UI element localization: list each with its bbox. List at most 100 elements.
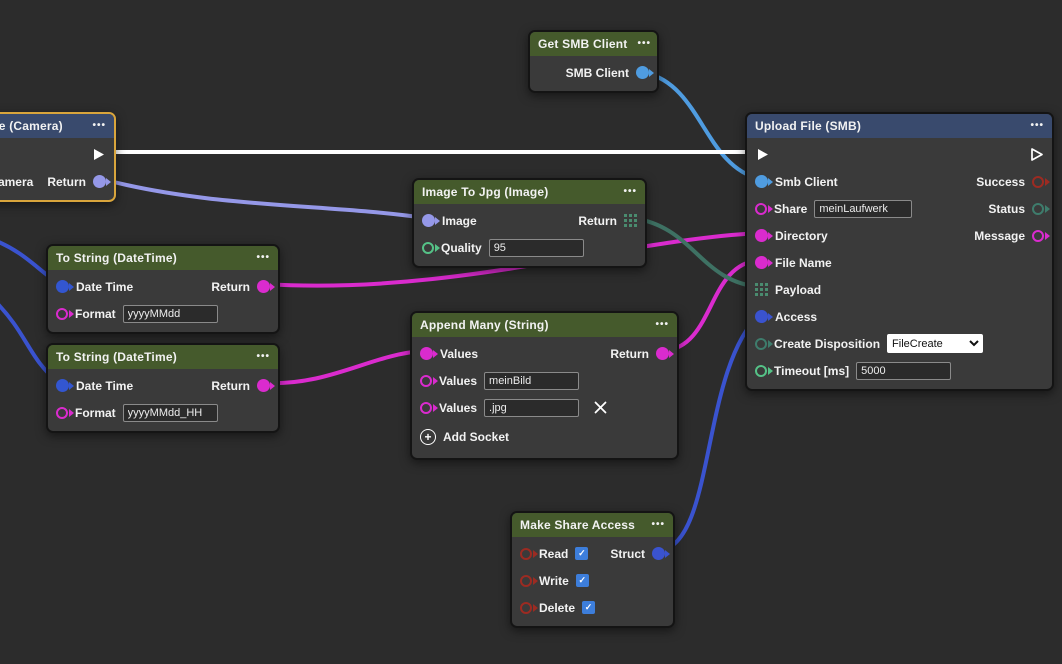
output-port-message[interactable] bbox=[1032, 229, 1050, 242]
node-header[interactable]: To String (DateTime) ••• bbox=[48, 246, 278, 270]
input-port-format[interactable] bbox=[56, 406, 74, 419]
input-port-file-name[interactable] bbox=[755, 256, 773, 269]
wire-string-filename[interactable] bbox=[662, 258, 762, 353]
output-label-struct: Struct bbox=[610, 546, 645, 561]
input-label-create-disposition: Create Disposition bbox=[774, 336, 881, 351]
input-label-format: Format bbox=[75, 306, 116, 321]
node-menu-icon[interactable]: ••• bbox=[623, 186, 637, 197]
node-menu-icon[interactable]: ••• bbox=[1030, 120, 1044, 131]
output-port-return[interactable] bbox=[257, 379, 275, 392]
input-port-values-0[interactable] bbox=[420, 347, 438, 360]
timeout-input[interactable] bbox=[856, 361, 952, 380]
input-port-format[interactable] bbox=[56, 307, 74, 320]
output-port-smb-client[interactable] bbox=[636, 66, 654, 79]
input-label-date-time: Date Time bbox=[76, 279, 134, 294]
output-label-status: Status bbox=[988, 201, 1025, 216]
node-header[interactable]: Get SMB Client ••• bbox=[530, 32, 657, 56]
output-port-success[interactable] bbox=[1032, 175, 1050, 188]
input-port-date-time[interactable] bbox=[56, 379, 74, 392]
read-checkbox[interactable]: ✓ bbox=[575, 547, 589, 560]
wire-smbclient[interactable] bbox=[644, 71, 762, 181]
node-to-string-datetime-1[interactable]: To String (DateTime) ••• Date Time Retur… bbox=[46, 244, 280, 334]
format-input[interactable] bbox=[122, 403, 218, 422]
input-port-values-2[interactable] bbox=[420, 401, 438, 414]
input-port-access[interactable] bbox=[755, 310, 773, 323]
input-port-create-disposition[interactable] bbox=[755, 337, 773, 350]
output-label-smb-client: SMB Client bbox=[565, 65, 629, 80]
wire-struct-access[interactable] bbox=[658, 312, 762, 553]
output-port-struct[interactable] bbox=[652, 547, 670, 560]
output-label-success: Success bbox=[976, 174, 1025, 189]
node-row: Directory Message bbox=[747, 222, 1052, 249]
wire-string-values[interactable] bbox=[263, 349, 425, 386]
input-port-date-time[interactable] bbox=[56, 280, 74, 293]
exec-output-pin[interactable] bbox=[1029, 147, 1044, 162]
node-header[interactable]: Image (Camera) ••• bbox=[0, 114, 114, 138]
node-row bbox=[747, 141, 1052, 168]
node-row: Values Return bbox=[412, 340, 677, 367]
input-port-share[interactable] bbox=[755, 202, 773, 215]
add-socket-button[interactable]: + Add Socket bbox=[412, 421, 677, 453]
wire-image[interactable] bbox=[100, 177, 427, 220]
node-row: Timeout [ms] bbox=[747, 357, 1052, 384]
output-port-return[interactable] bbox=[93, 175, 111, 188]
exec-input-pin[interactable] bbox=[755, 147, 770, 162]
input-port-delete[interactable] bbox=[520, 601, 538, 614]
input-port-smb-client[interactable] bbox=[755, 175, 773, 188]
input-port-image[interactable] bbox=[422, 214, 440, 227]
node-row: Image Return bbox=[414, 207, 645, 234]
input-label-values-2: Values bbox=[439, 400, 478, 415]
node-to-string-datetime-2[interactable]: To String (DateTime) ••• Date Time Retur… bbox=[46, 343, 280, 433]
input-port-write[interactable] bbox=[520, 574, 538, 587]
remove-socket-icon[interactable] bbox=[594, 401, 607, 414]
output-port-return-bytes-icon[interactable] bbox=[624, 214, 637, 227]
node-header[interactable]: Image To Jpg (Image) ••• bbox=[414, 180, 645, 204]
output-label-return: Return bbox=[47, 174, 86, 189]
node-row: Date Time Return bbox=[48, 372, 278, 399]
output-port-return[interactable] bbox=[257, 280, 275, 293]
values-2-input[interactable] bbox=[484, 398, 580, 417]
input-port-quality[interactable] bbox=[422, 241, 440, 254]
node-menu-icon[interactable]: ••• bbox=[651, 519, 665, 530]
node-header[interactable]: Make Share Access ••• bbox=[512, 513, 673, 537]
node-header[interactable]: To String (DateTime) ••• bbox=[48, 345, 278, 369]
input-port-read[interactable] bbox=[520, 547, 538, 560]
wire-bytes-payload[interactable] bbox=[630, 216, 762, 289]
node-menu-icon[interactable]: ••• bbox=[655, 319, 669, 330]
output-port-return[interactable] bbox=[656, 347, 674, 360]
write-checkbox[interactable]: ✓ bbox=[575, 574, 589, 587]
format-input[interactable] bbox=[122, 304, 218, 323]
node-image-camera[interactable]: Image (Camera) ••• Camera Return bbox=[0, 112, 116, 202]
node-header[interactable]: Append Many (String) ••• bbox=[412, 313, 677, 337]
node-row: Smb Client Success bbox=[747, 168, 1052, 195]
node-image-to-jpg[interactable]: Image To Jpg (Image) ••• Image Return Qu… bbox=[412, 178, 647, 268]
input-label-file-name: File Name bbox=[775, 255, 832, 270]
exec-output-pin[interactable] bbox=[91, 147, 106, 162]
node-menu-icon[interactable]: ••• bbox=[256, 252, 270, 263]
create-disposition-select[interactable]: FileCreate bbox=[887, 334, 984, 353]
input-port-values-1[interactable] bbox=[420, 374, 438, 387]
output-label-return: Return bbox=[211, 378, 250, 393]
node-row: Format bbox=[48, 399, 278, 426]
node-menu-icon[interactable]: ••• bbox=[92, 120, 106, 131]
output-port-status[interactable] bbox=[1032, 202, 1050, 215]
values-1-input[interactable] bbox=[484, 371, 580, 390]
input-port-timeout[interactable] bbox=[755, 364, 773, 377]
node-make-share-access[interactable]: Make Share Access ••• Read ✓ Struct Writ… bbox=[510, 511, 675, 628]
input-label-date-time: Date Time bbox=[76, 378, 134, 393]
node-row: Date Time Return bbox=[48, 273, 278, 300]
quality-input[interactable] bbox=[488, 238, 584, 257]
node-menu-icon[interactable]: ••• bbox=[637, 38, 651, 49]
node-menu-icon[interactable]: ••• bbox=[256, 351, 270, 362]
node-append-many-string[interactable]: Append Many (String) ••• Values Return V… bbox=[410, 311, 679, 460]
node-title: Get SMB Client bbox=[538, 37, 628, 51]
input-port-directory[interactable] bbox=[755, 229, 773, 242]
input-port-payload-bytes-icon[interactable] bbox=[755, 283, 768, 296]
node-header[interactable]: Upload File (SMB) ••• bbox=[747, 114, 1052, 138]
share-input[interactable] bbox=[814, 199, 913, 218]
node-upload-file-smb[interactable]: Upload File (SMB) ••• Smb Client Success… bbox=[745, 112, 1054, 391]
node-row: SMB Client bbox=[530, 59, 657, 86]
node-title: Image To Jpg (Image) bbox=[422, 185, 549, 199]
delete-checkbox[interactable]: ✓ bbox=[582, 601, 596, 614]
node-get-smb-client[interactable]: Get SMB Client ••• SMB Client bbox=[528, 30, 659, 93]
